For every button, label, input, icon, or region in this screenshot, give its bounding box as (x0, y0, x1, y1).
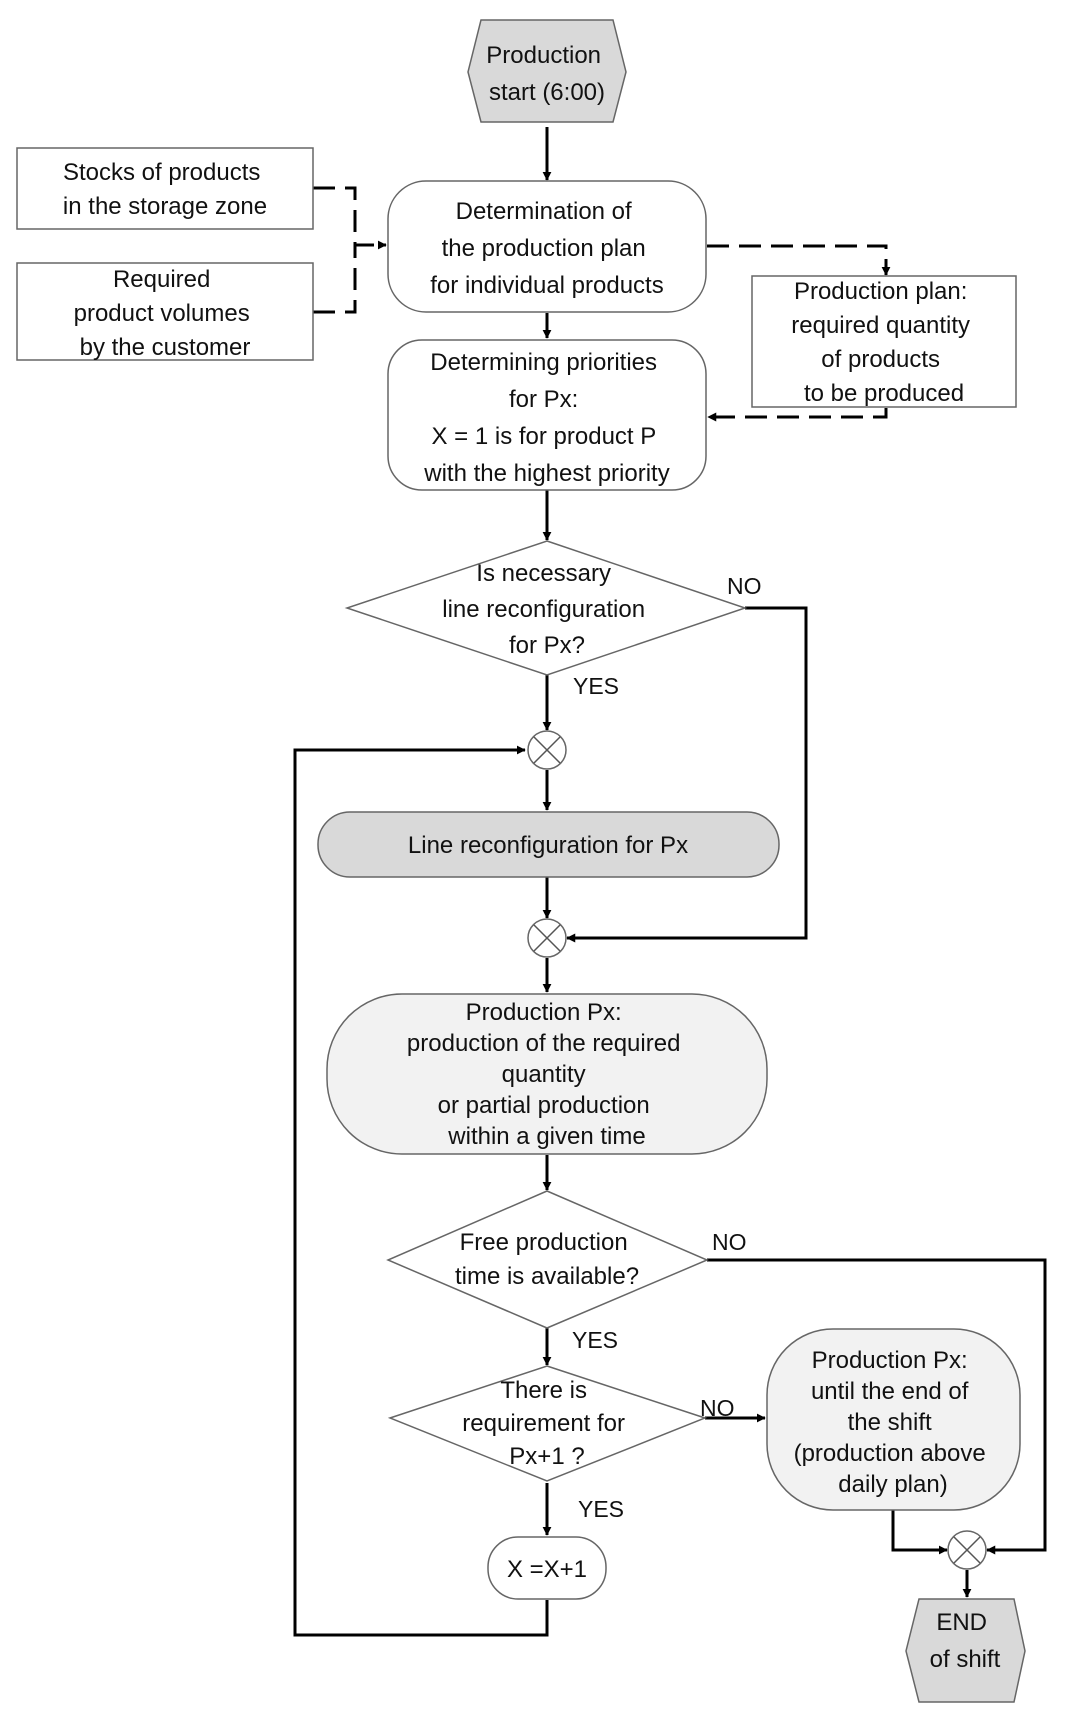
production-until-end-label: Production Px: until the end of the shif… (794, 1347, 993, 1498)
line-reconfig-box (317, 811, 780, 878)
required-volumes-label: Required product volumes by the customer (74, 266, 257, 361)
production-until-end-box (766, 1328, 1021, 1511)
edge-decision-no (566, 606, 808, 943)
production-plan-label: Production plan: required quantity of pr… (791, 278, 976, 407)
determine-plan-box (387, 180, 707, 313)
stocks-label: Stocks of products in the storage zone (63, 159, 267, 220)
determine-plan-label: Determination of the production plan for… (430, 198, 663, 299)
increment-label: X =X+1 (507, 1556, 587, 1583)
edge-label-no-3: NO (700, 1395, 735, 1421)
decision-free-time-diamond (386, 1190, 709, 1329)
edge-plan-to-production-plan (707, 244, 891, 276)
decision-reconfig-label: Is necessary line reconfiguration for Px… (442, 560, 651, 659)
production-px-box (326, 993, 768, 1155)
edge-production-plan-to-priorities (707, 408, 888, 422)
decision-reconfig-diamond (344, 540, 748, 676)
start-label: Production start (6:00) (486, 42, 607, 106)
node-labels: Production start (6:00) Stocks of produc… (63, 42, 1001, 1673)
edge-labels: NO YES NO YES NO YES (572, 573, 762, 1522)
merge-crosses (533, 736, 981, 1564)
decision-free-time-label: Free production time is available? (455, 1229, 639, 1290)
edge-label-yes-1: YES (573, 673, 619, 699)
increment-box (487, 1536, 607, 1600)
edge-loop-back (293, 745, 549, 1637)
connectors (293, 127, 1047, 1637)
decision-next-req-label: There is requirement for Px+1 ? (462, 1377, 631, 1470)
end-terminal (905, 1598, 1026, 1703)
production-px-label: Production Px: production of the require… (407, 999, 687, 1150)
stocks-box (16, 147, 314, 230)
shapes (16, 19, 1026, 1703)
edge-until-end-to-merge (891, 1510, 948, 1555)
edge-stocks-to-plan (313, 186, 387, 250)
edge-volumes-to-plan (313, 245, 357, 314)
edge-label-no-1: NO (727, 573, 762, 599)
edge-label-yes-2: YES (572, 1327, 618, 1353)
end-label: END of shift (930, 1609, 1001, 1673)
line-reconfig-label: Line reconfiguration for Px (408, 832, 688, 859)
edge-decision2-no (707, 1258, 1047, 1555)
decision-next-req-diamond (387, 1365, 708, 1482)
edge-label-no-2: NO (712, 1229, 747, 1255)
required-volumes-box (16, 262, 314, 361)
production-plan-box (751, 275, 1017, 408)
start-terminal (467, 19, 627, 123)
edge-label-yes-3: YES (578, 1496, 624, 1522)
priorities-label: Determining priorities for Px: X = 1 is … (423, 349, 669, 487)
priorities-box (387, 339, 707, 491)
